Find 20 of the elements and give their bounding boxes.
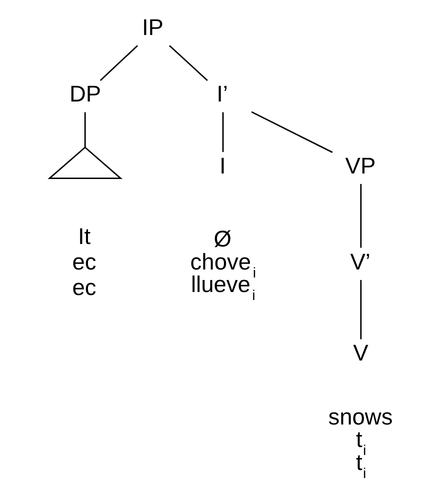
node-text: IP	[142, 14, 164, 40]
node-label: It	[78, 222, 91, 249]
node-label: Ø	[214, 226, 232, 252]
node-text: V	[353, 339, 368, 366]
node-label: snows	[328, 403, 393, 430]
node-label: ec	[72, 248, 96, 274]
node-text: I’	[216, 80, 228, 107]
connector	[100, 45, 138, 81]
connector	[251, 111, 333, 153]
connector	[222, 112, 224, 152]
connector	[84, 112, 86, 147]
node-text: VP	[345, 152, 376, 178]
connector	[360, 280, 362, 340]
node-text: I	[219, 152, 226, 178]
connector	[360, 184, 362, 248]
node-label: ec	[72, 274, 96, 300]
node-text: V’	[350, 248, 370, 274]
connector	[169, 45, 208, 81]
node-text: DP	[69, 80, 102, 107]
node-triangle	[48, 146, 123, 180]
